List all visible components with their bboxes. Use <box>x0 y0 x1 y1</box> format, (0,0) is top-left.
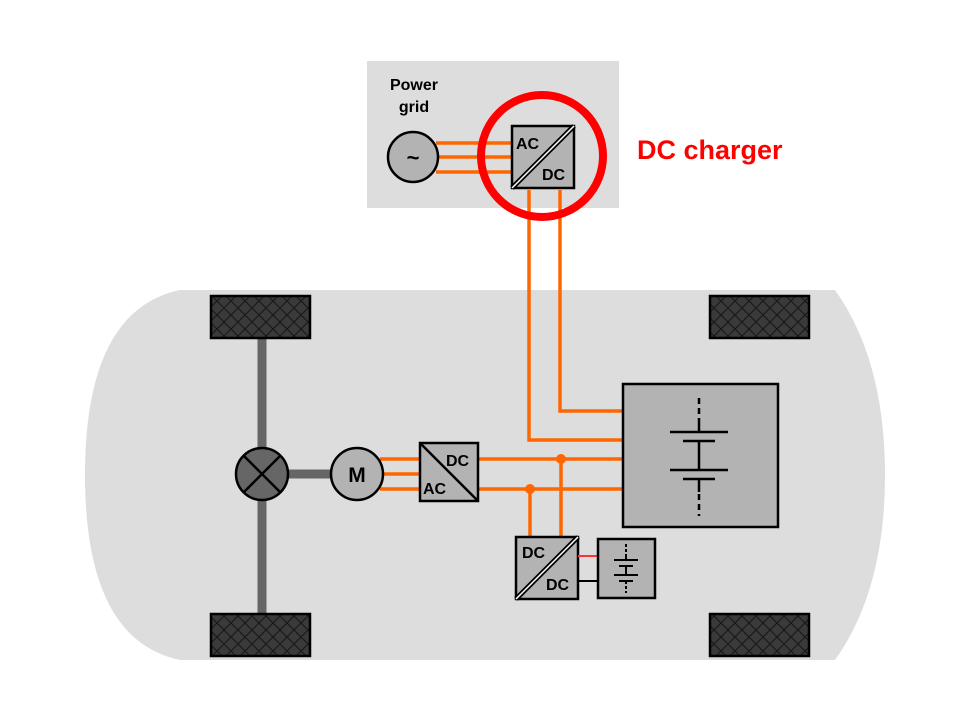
inverter-ac-label: AC <box>423 481 447 498</box>
power-grid-label-line2: grid <box>399 99 429 116</box>
differential <box>234 446 290 502</box>
junction-dot <box>556 454 566 464</box>
lv-battery <box>596 537 657 600</box>
dcdc-converter: DC DC <box>514 535 580 601</box>
dcdc-output-label: DC <box>546 577 570 594</box>
ac-source-tilde: ~ <box>407 145 420 170</box>
wheel-front-left <box>209 294 312 340</box>
wheel-front-right <box>708 294 811 340</box>
dc-charger-callout: DC charger <box>637 135 783 165</box>
charger-ac-label: AC <box>516 136 540 153</box>
dcdc-input-label: DC <box>522 545 546 562</box>
power-lines <box>380 141 624 537</box>
dc-charger-converter: AC DC <box>510 124 576 190</box>
motor <box>329 446 385 502</box>
inverter: DC AC <box>418 441 480 503</box>
hv-battery <box>621 382 780 529</box>
motor-label: M <box>348 464 366 487</box>
charger-dc-label: DC <box>542 167 566 184</box>
wheel-rear-right <box>708 612 811 658</box>
vehicle-body <box>85 290 885 660</box>
highlight-circle <box>477 91 607 221</box>
ac-source-symbol <box>386 130 440 184</box>
inverter-dc-label: DC <box>446 453 470 470</box>
power-grid-label-line1: Power <box>390 77 438 94</box>
wheel-rear-left <box>209 612 312 658</box>
junction-dot <box>525 484 535 494</box>
